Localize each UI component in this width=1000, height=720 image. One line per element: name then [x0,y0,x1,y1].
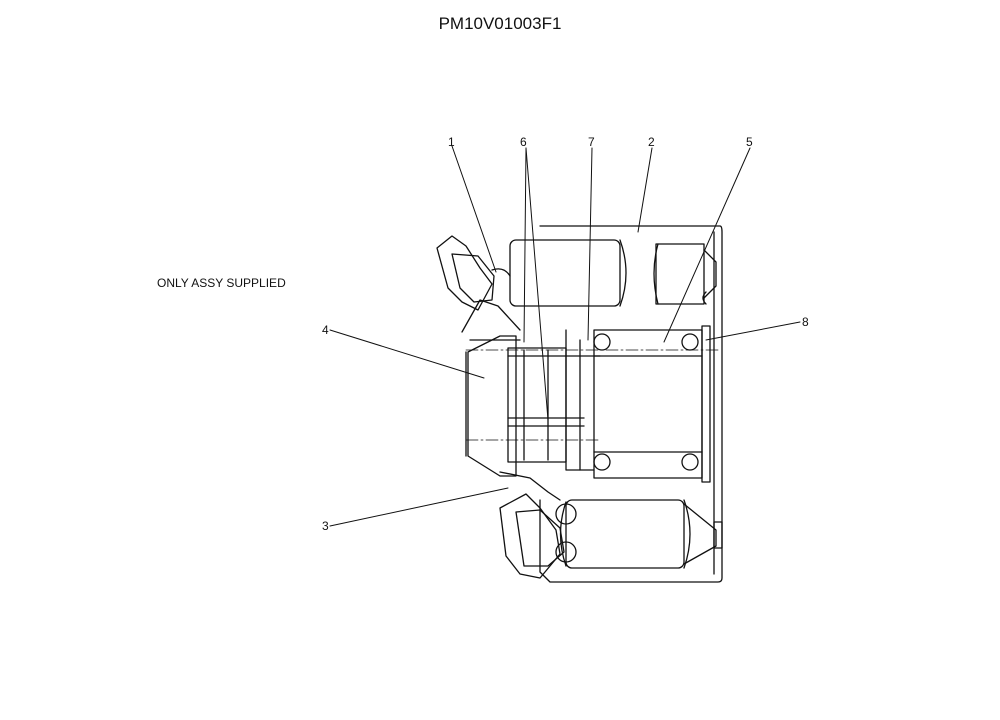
spring-cage [593,325,711,483]
callout-8: 8 [802,315,809,329]
leader-4 [329,329,485,379]
leader-6b [525,147,549,421]
callout-4: 4 [322,323,329,337]
bottom-shoe [499,493,577,579]
leader-8 [705,321,801,341]
leader-5 [663,147,751,343]
callout-5: 5 [746,135,753,149]
callout-7: 7 [588,135,595,149]
leader-3 [329,487,509,527]
leader-7 [587,147,593,341]
assembly-note: ONLY ASSY SUPPLIED [157,276,286,290]
swash-block [465,335,521,477]
callout-2: 2 [648,135,655,149]
leader-2 [637,147,653,233]
housing-outline [539,225,723,583]
page-title: PM10V01003F1 [438,14,562,33]
top-shoe [436,235,511,311]
cylinder-block [507,329,601,471]
top-piston [509,239,717,307]
bottom-piston [559,499,723,569]
callout-1: 1 [448,135,455,149]
callout-6: 6 [520,135,527,149]
cradle-arm-top [461,299,521,333]
leader-1 [451,145,497,273]
leader-6a [523,147,527,343]
callout-3: 3 [322,519,329,533]
cradle-arm-bottom [499,471,561,501]
